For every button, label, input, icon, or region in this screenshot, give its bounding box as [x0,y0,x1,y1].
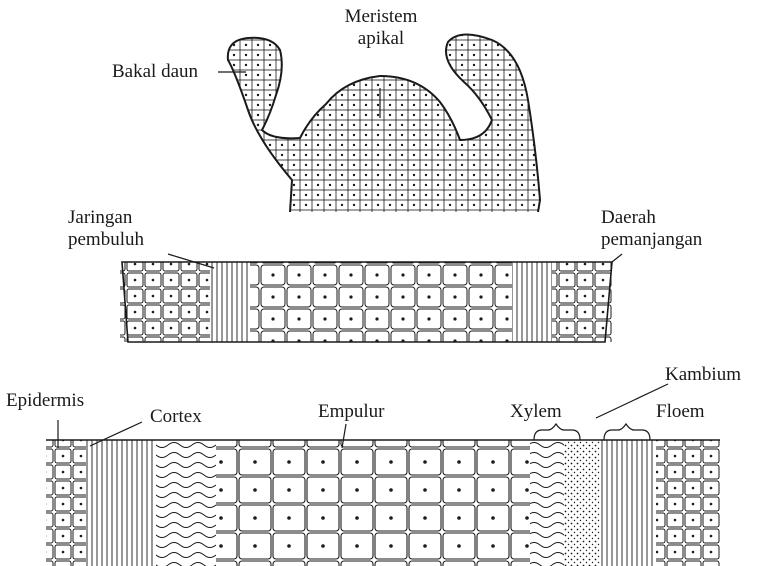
meristem-label-line1: Meristem [326,6,436,28]
epidermis-label: Epidermis [6,390,84,412]
cortex-label: Cortex [150,406,202,428]
elongation-region [120,262,612,342]
bakal-daun-label: Bakal daun [112,61,198,83]
meristem-label: Meristem apikal [326,6,436,50]
daerah-pemanjangan-label: Daerah pemanjangan [601,207,702,251]
jaringan-pembuluh-label: Jaringan pembuluh [68,207,144,251]
jaringan-label-line2: pembuluh [68,229,144,251]
mature-region [46,440,720,566]
floem-brace [604,424,650,440]
jaringan-label-line1: Jaringan [68,207,144,229]
floem-label: Floem [656,401,705,423]
xylem-brace [534,424,580,440]
meristem-label-line2: apikal [326,28,436,50]
leader-daerah [612,254,622,262]
daerah-label-line2: pemanjangan [601,229,702,251]
daerah-label-line1: Daerah [601,207,702,229]
empulur-label: Empulur [318,401,385,423]
shoot-apex [226,34,546,216]
kambium-label: Kambium [665,364,741,386]
xylem-label: Xylem [510,401,562,423]
